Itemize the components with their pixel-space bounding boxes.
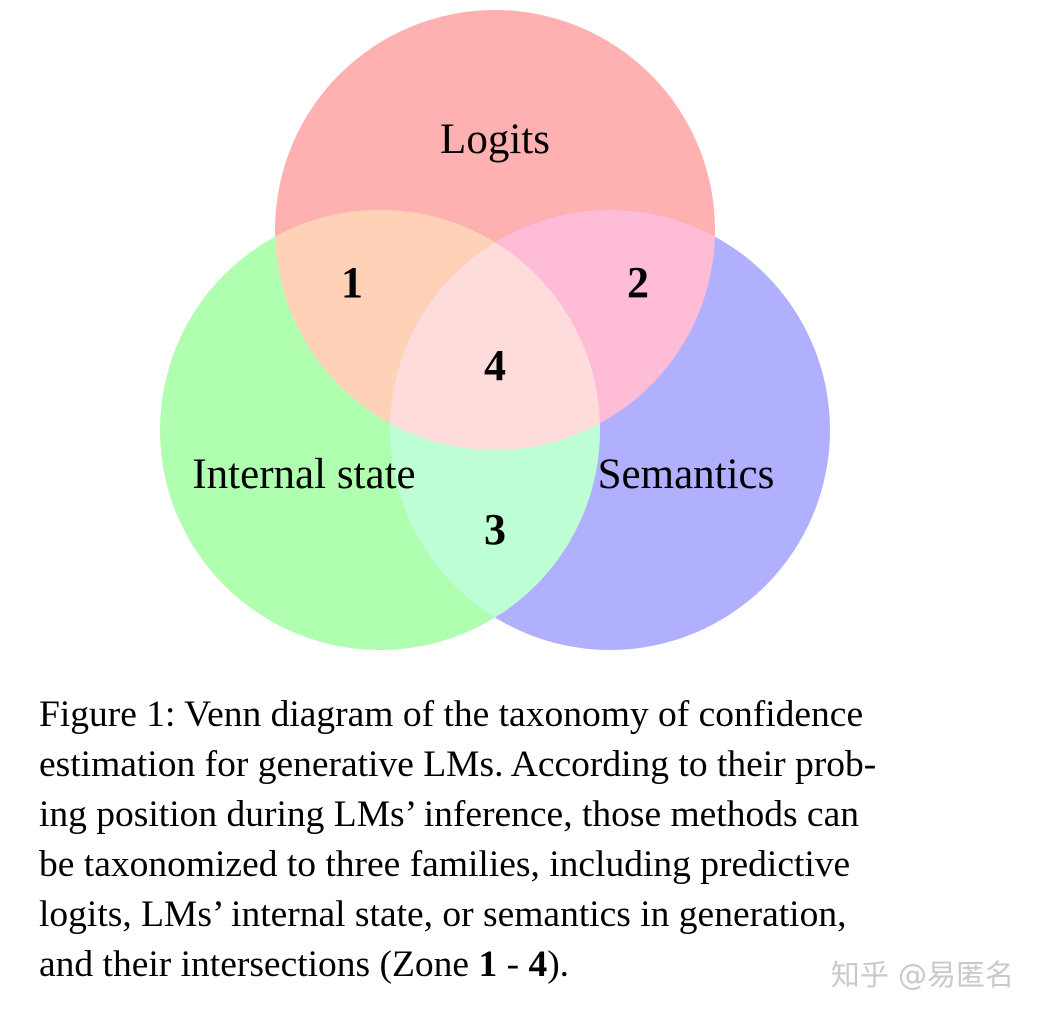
- figure-caption: Figure 1: Venn diagram of the taxonomy o…: [39, 690, 969, 990]
- caption-line: estimation for generative LMs. According…: [39, 744, 877, 785]
- watermark: 知乎 @易匿名: [830, 958, 1014, 992]
- caption-last-suffix: ).: [547, 944, 570, 985]
- region-zone-4: [390, 210, 600, 450]
- label-zone-3: 3: [484, 505, 506, 554]
- caption-line: be taxonomized to three families, includ…: [39, 844, 851, 885]
- caption-line: Figure 1: Venn diagram of the taxonomy o…: [39, 694, 864, 735]
- caption-line: logits, LMs’ internal state, or semantic…: [39, 894, 847, 935]
- caption-zone-separator: -: [497, 944, 529, 985]
- caption-zone-end: 4: [528, 944, 548, 985]
- venn-diagram: Logits Internal state Semantics 1 2 4 3: [160, 10, 830, 650]
- caption-last-prefix: and their intersections (Zone: [39, 944, 479, 985]
- label-zone-2: 2: [627, 258, 649, 307]
- label-semantics: Semantics: [598, 451, 775, 498]
- label-zone-4: 4: [484, 341, 506, 390]
- label-zone-1: 1: [341, 258, 363, 307]
- caption-zone-start: 1: [478, 944, 498, 985]
- label-internal-state: Internal state: [192, 451, 415, 498]
- caption-last-line: and their intersections (Zone 1 - 4).: [39, 940, 969, 990]
- caption-line: ing position during LMs’ inference, thos…: [39, 794, 859, 835]
- label-logits: Logits: [440, 116, 550, 163]
